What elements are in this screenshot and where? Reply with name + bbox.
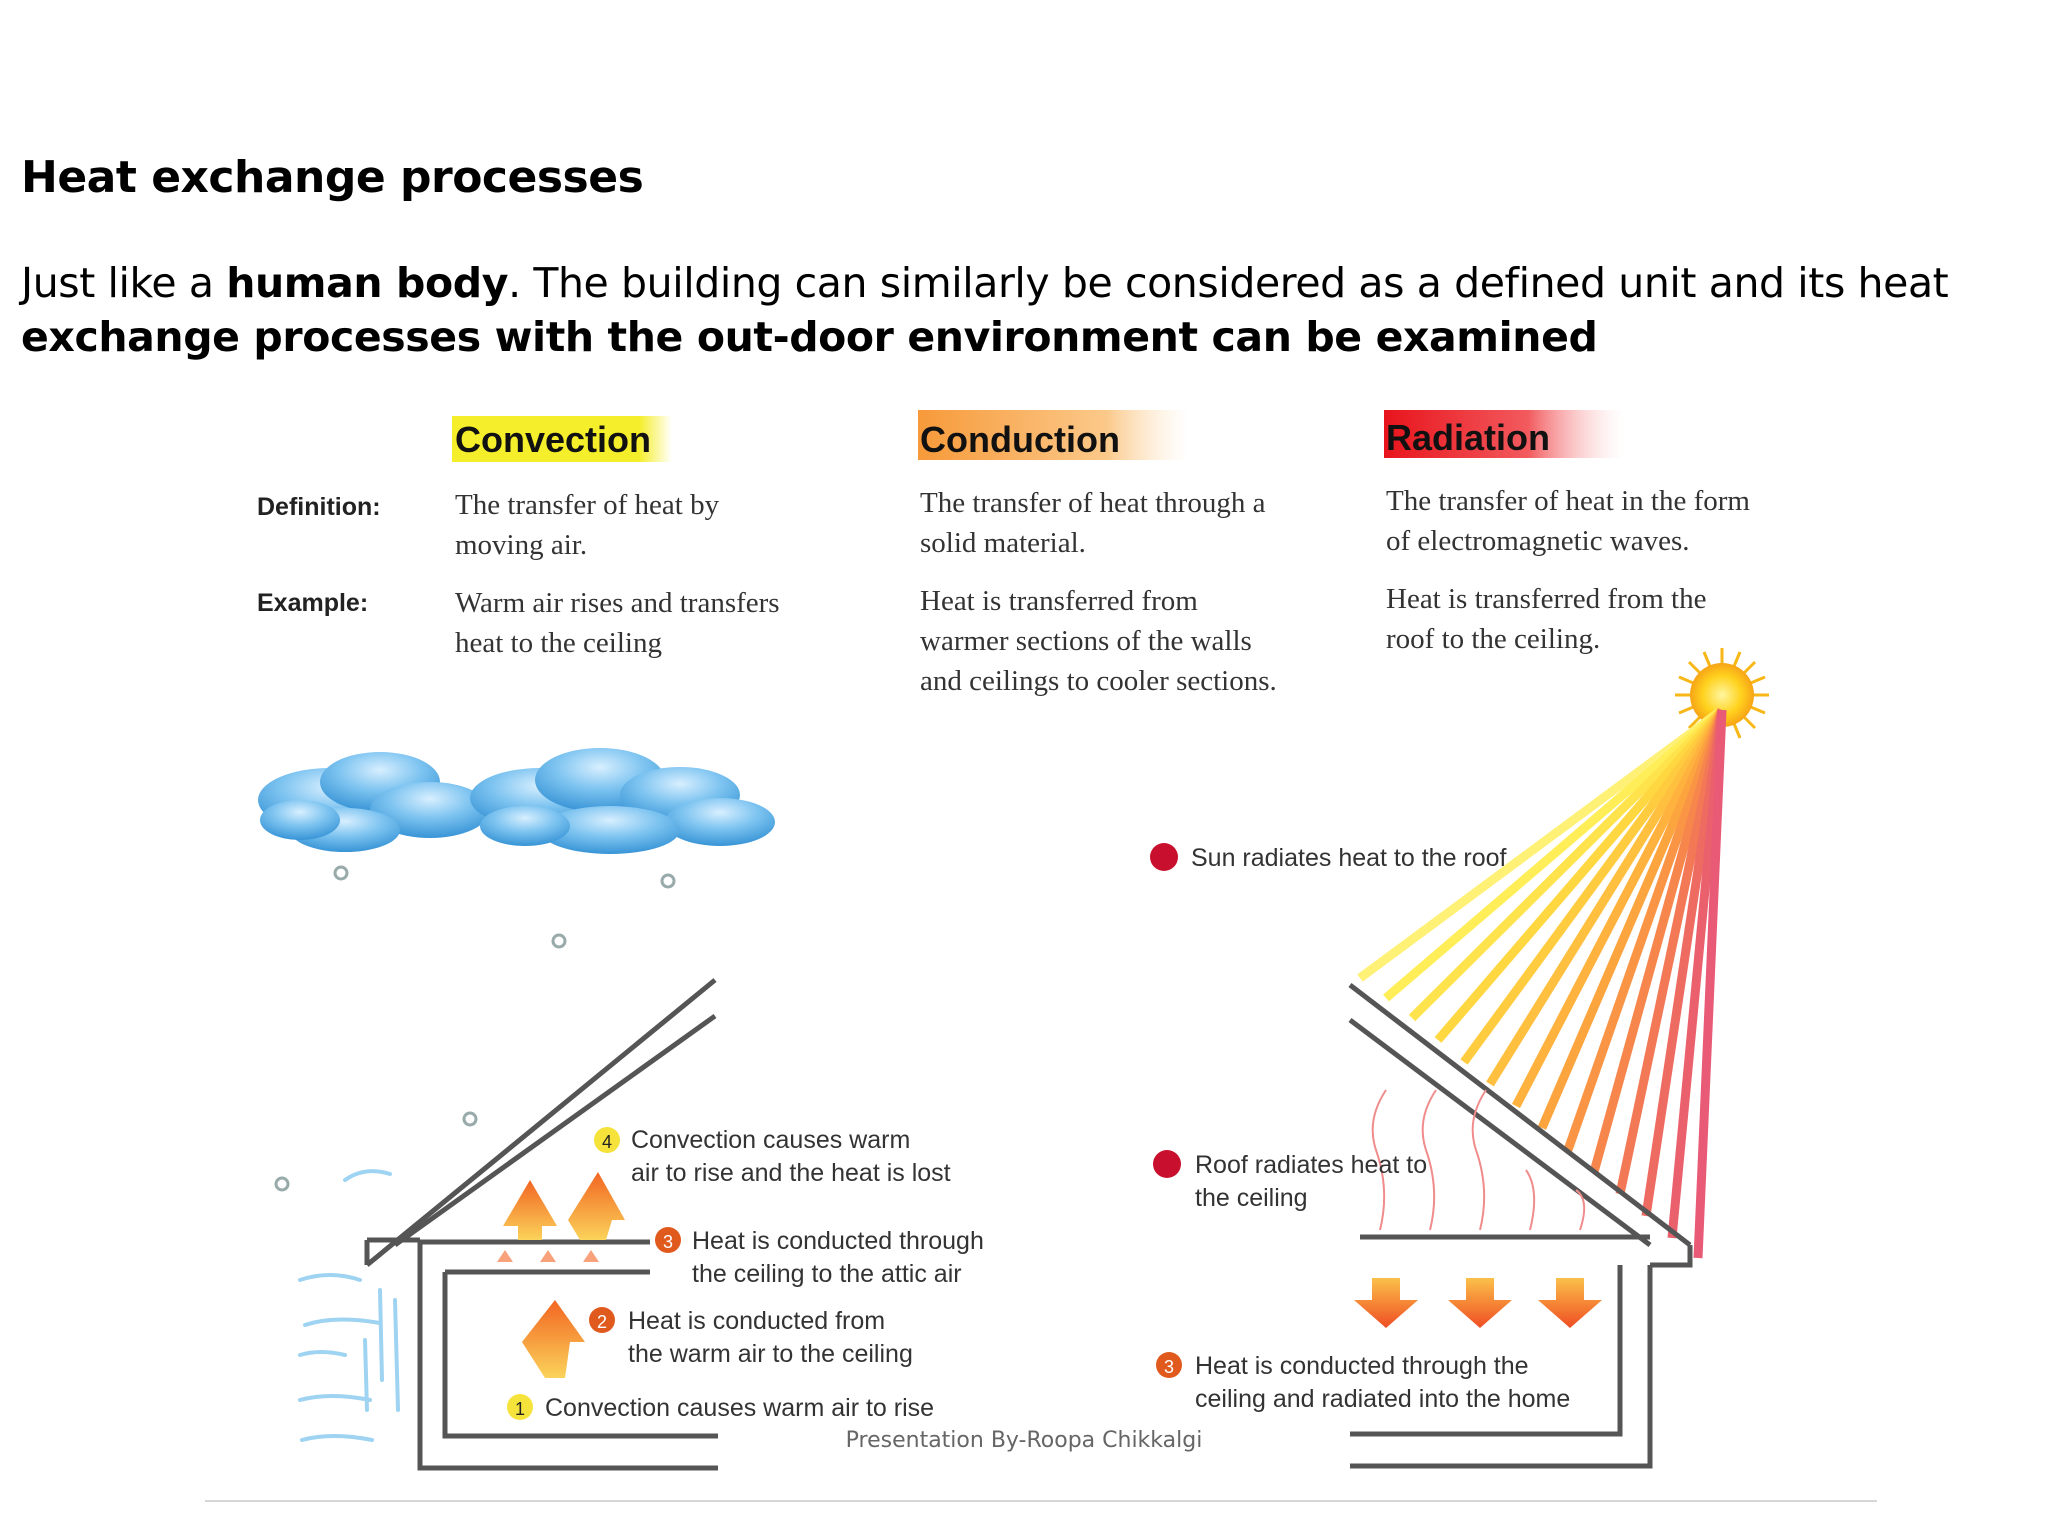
intro-paragraph: Just like a human body. The building can… [21,256,2021,364]
sun-icon [1675,648,1769,742]
conduction-definition-line-2: solid material. [920,527,1086,559]
convection-step-4-number: 4 [602,1132,612,1152]
air-particles [274,865,676,1192]
convection-step-4-bullet [594,1127,620,1153]
convection-example-line-1: Warm air rises and transfers [455,587,780,619]
convection-step-3-bullet [655,1227,681,1253]
convection-step-3-line-2: the ceiling to the attic air [692,1260,962,1288]
intro-bold-1: human body [226,259,509,307]
convection-step-3-line-1: Heat is conducted through [692,1227,984,1255]
convection-house [364,978,718,1471]
convection-heading: Convection [455,419,651,460]
radiation-definition-line-1: The transfer of heat in the form [1386,485,1750,517]
sun-ray-beams [1357,706,1727,1259]
cloud-left [258,752,490,852]
wind-lines [298,1169,400,1442]
radiation-example-line-1: Heat is transferred from the [1386,583,1706,615]
presentation-credit: Presentation By-Roopa Chikkalgi [845,1428,1203,1453]
example-row-label: Example: [257,589,368,617]
definition-row-label: Definition: [257,493,381,521]
radiation-step-2-line-1: Roof radiates heat to [1195,1151,1427,1179]
radiation-step-3-number: 3 [1164,1357,1174,1377]
conduction-definition-line-1: The transfer of heat through a [920,487,1266,519]
slide-title: Heat exchange processes [21,152,644,203]
radiation-example-line-2: roof to the ceiling. [1386,623,1600,655]
intro-text-2: . The building can similarly be consider… [508,259,1949,307]
radiation-step-1-line-1: Sun radiates heat to the roof [1191,844,1507,872]
footer-divider [205,1500,1877,1502]
convection-step-1-bullet [507,1394,533,1420]
convection-step-2-line-1: Heat is conducted from [628,1307,885,1335]
intro-bold-2: exchange processes with the out-door env… [21,313,1598,361]
conduction-example-line-3: and ceilings to cooler sections. [920,665,1277,697]
radiation-heading-highlight [1384,410,1624,458]
convection-step-2-number: 2 [597,1312,607,1332]
convection-step-2-bullet [589,1307,615,1333]
convection-step-1-number: 1 [515,1399,525,1419]
radiation-heading: Radiation [1386,417,1550,458]
convection-step-1-line-1: Convection causes warm air to rise [545,1394,934,1422]
radiation-definition-line-2: of electromagnetic waves. [1386,525,1690,557]
conduction-heading: Conduction [920,419,1120,460]
convection-step-3-number: 3 [663,1232,673,1252]
intro-text-1: Just like a [21,259,227,307]
convection-definition-line-1: The transfer of heat by [455,489,720,521]
roof-heat-waves [1371,1089,1586,1231]
radiation-step-1-bullet [1150,843,1178,871]
convection-step-4-line-1: Convection causes warm [631,1126,910,1154]
convection-step-4-line-2: air to rise and the heat is lost [631,1159,951,1187]
radiation-step-2-bullet [1153,1150,1181,1178]
warm-air-up-arrows [503,1172,625,1378]
cloud-right [470,748,775,854]
radiation-step-3-bullet [1156,1352,1182,1378]
radiation-step-2-line-2: the ceiling [1195,1184,1308,1212]
conduction-example-line-2: warmer sections of the walls [920,625,1252,657]
radiation-step-3-line-2: ceiling and radiated into the home [1195,1385,1570,1413]
conduction-example-line-1: Heat is transferred from [920,585,1198,617]
radiation-house [1348,983,1693,1469]
small-up-arrows [497,1250,599,1262]
conduction-heading-highlight [918,410,1188,460]
convection-example-line-2: heat to the ceiling [455,627,662,659]
convection-heading-highlight [452,416,672,462]
convection-step-2-line-2: the warm air to the ceiling [628,1340,913,1368]
radiation-step-3-line-1: Heat is conducted through the [1195,1352,1529,1380]
heat-down-arrows [1354,1278,1602,1328]
convection-definition-line-2: moving air. [455,529,587,561]
